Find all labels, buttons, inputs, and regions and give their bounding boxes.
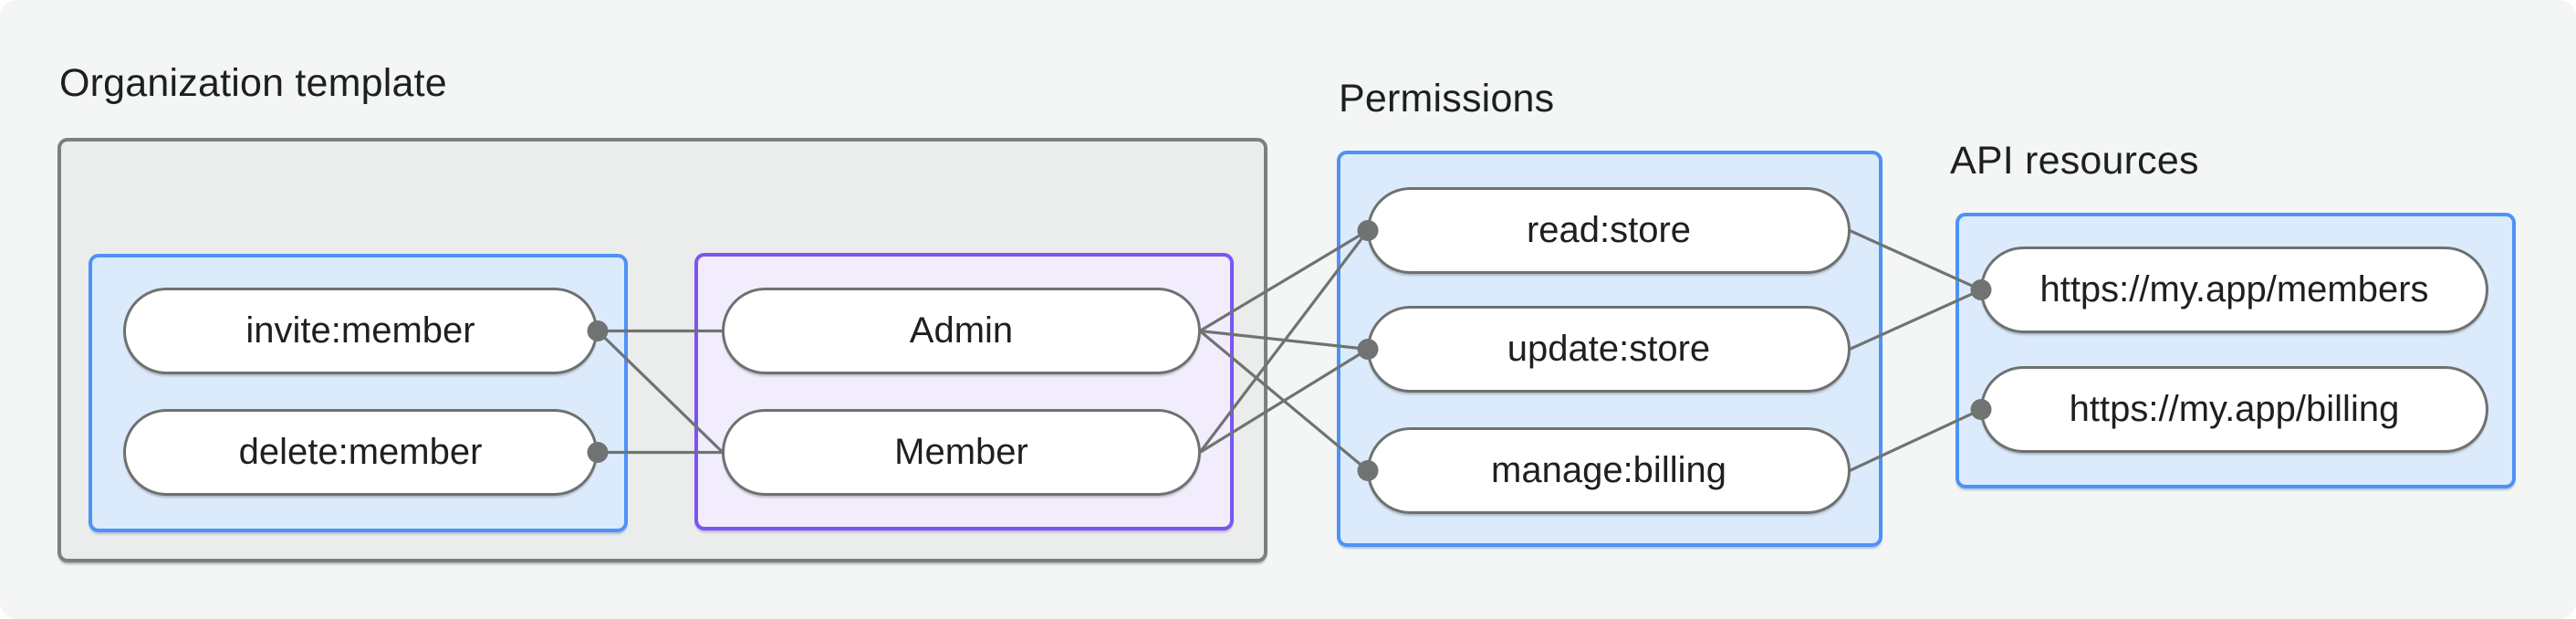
node-delete-member: delete:member <box>123 409 598 496</box>
node-manage-billing: manage:billing <box>1367 427 1851 514</box>
node-member-role: Member <box>722 409 1201 496</box>
node-api-billing-url: https://my.app/billing <box>1980 366 2488 453</box>
node-read-store: read:store <box>1367 187 1851 274</box>
node-admin-role: Admin <box>722 288 1201 374</box>
organization-template-heading: Organization template <box>59 61 447 105</box>
permissions-heading: Permissions <box>1339 77 1555 121</box>
node-update-store: update:store <box>1367 306 1851 393</box>
node-api-members-url: https://my.app/members <box>1980 247 2488 333</box>
node-invite-member: invite:member <box>123 288 598 374</box>
api-resources-heading: API resources <box>1950 139 2199 183</box>
